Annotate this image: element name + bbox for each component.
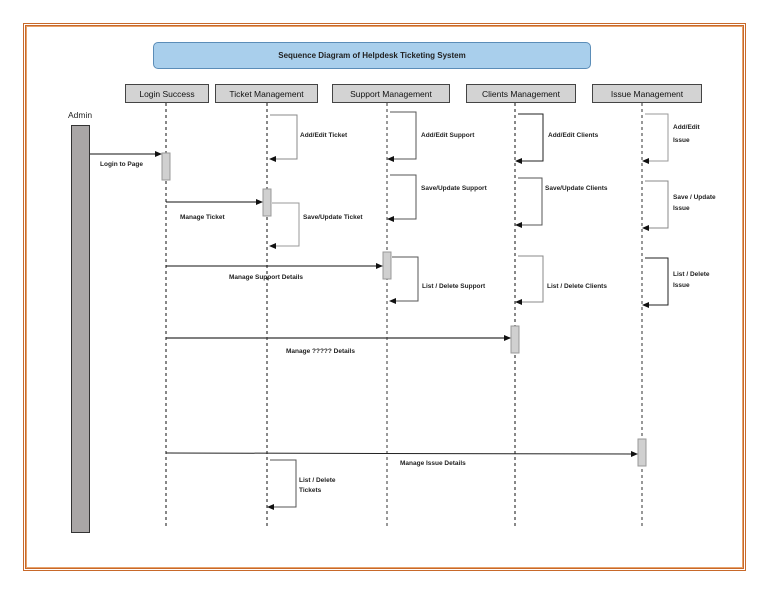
self-message-save-update-clients: [515, 177, 543, 228]
self-message-list-delete-issue: [642, 257, 669, 308]
self-message-list-delete-clients: [515, 255, 544, 305]
self-label-save-update-clients: Save/Update Clients: [545, 185, 608, 192]
message-label-manage-clients-details: Manage ????? Details: [286, 348, 355, 355]
self-label-save-update-support: Save/Update Support: [421, 185, 487, 192]
self-message-save-update-support: [387, 174, 417, 222]
self-label-add-edit-ticket: Add/Edit Ticket: [300, 132, 348, 139]
message-label-manage-support-details: Manage Support Details: [229, 274, 304, 281]
message-manage-issue-arrow: [165, 450, 638, 457]
self-label-add-edit-support: Add/Edit Support: [421, 132, 475, 139]
self-label-save-update-issue-2: Issue: [673, 205, 690, 212]
self-message-add-edit-clients: [515, 113, 544, 164]
diagram-title: Sequence Diagram of Helpdesk Ticketing S…: [153, 42, 591, 69]
activation-issue: [637, 438, 647, 467]
self-label-list-delete-tickets-2: Tickets: [299, 487, 322, 494]
self-label-list-delete-issue-2: Issue: [673, 282, 690, 289]
self-message-list-delete-tickets: [267, 459, 297, 510]
self-message-add-edit-ticket: [269, 114, 298, 162]
self-label-save-update-ticket: Save/Update Ticket: [303, 214, 363, 221]
self-label-add-edit-clients: Add/Edit Clients: [548, 132, 599, 139]
lifeline-head-issue-management: Issue Management: [592, 84, 702, 103]
self-label-list-delete-tickets-1: List / Delete: [299, 477, 336, 484]
activation-clients: [510, 325, 520, 354]
self-message-add-edit-support: [387, 111, 417, 162]
self-label-list-delete-issue-1: List / Delete: [673, 271, 710, 278]
self-label-add-edit-issue-2: Issue: [673, 137, 690, 144]
self-label-list-delete-support: List / Delete Support: [422, 283, 486, 290]
message-label-login-to-page: Login to Page: [100, 161, 143, 168]
message-label-manage-ticket: Manage Ticket: [180, 214, 225, 221]
lifeline-head-login-success: Login Success: [125, 84, 209, 103]
lifeline-head-ticket-management: Ticket Management: [215, 84, 318, 103]
self-label-add-edit-issue-1: Add/Edit: [673, 124, 700, 131]
lifeline-head-support-management: Support Management: [332, 84, 450, 103]
self-label-save-update-issue-1: Save / Update: [673, 194, 716, 201]
activation-support: [382, 251, 392, 280]
self-message-list-delete-support: [389, 256, 419, 304]
activation-ticket: [262, 188, 272, 217]
diagram-frame: [23, 23, 746, 571]
self-label-list-delete-clients: List / Delete Clients: [547, 283, 607, 290]
message-label-manage-issue-details: Manage Issue Details: [400, 460, 466, 467]
self-message-save-update-ticket: [269, 202, 300, 249]
actor-admin-bar: [71, 125, 90, 533]
self-message-save-update-issue: [642, 180, 669, 231]
activation-login: [161, 152, 171, 181]
actor-admin-label: Admin: [68, 110, 93, 120]
self-message-add-edit-issue: [642, 113, 669, 164]
lifeline-head-clients-management: Clients Management: [466, 84, 576, 103]
